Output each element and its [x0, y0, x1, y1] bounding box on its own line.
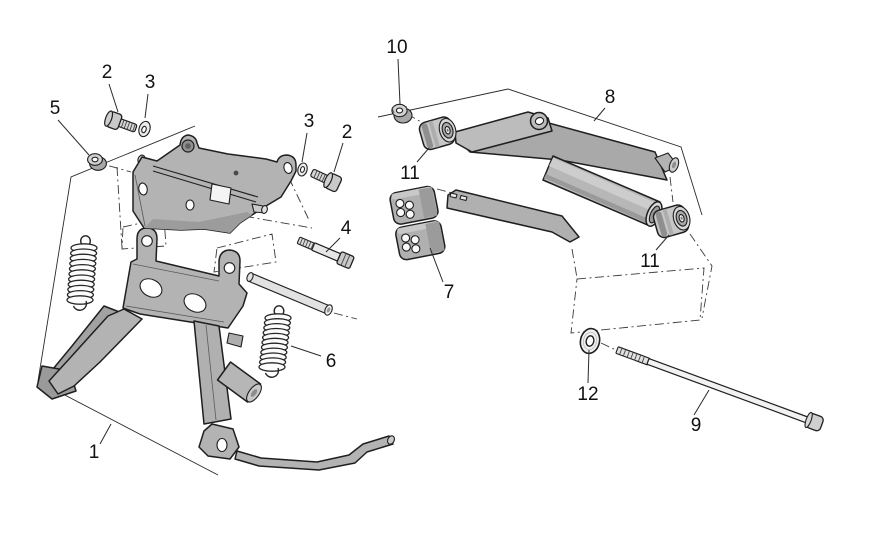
callout-leader-7 [429, 247, 444, 283]
part-callout-12: 12 [577, 384, 598, 405]
part-callout-11-right: 11 [640, 251, 660, 272]
part-callout-5: 5 [50, 98, 61, 119]
part-callout-1: 1 [89, 442, 100, 463]
part-callout-2-right: 2 [342, 122, 353, 143]
callout-leader-12 [587, 349, 590, 384]
part-bolt-2-right [310, 168, 343, 193]
part-washer-3-right [297, 162, 308, 177]
callout-leader-2-left [108, 83, 119, 113]
callout-leader-3-right [301, 132, 308, 163]
callout-leader-11-left [416, 147, 430, 163]
callout-leader-10 [397, 58, 401, 105]
callout-leader-1 [99, 423, 112, 445]
callout-leader-3-left [144, 93, 149, 119]
group-boundary-lines [37, 88, 703, 476]
part-bolt-4 [296, 236, 355, 269]
part-pivot-pin [246, 272, 333, 316]
part-callout-3-right: 3 [304, 111, 315, 132]
part-callout-9: 9 [691, 415, 702, 436]
part-center-stand [36, 227, 395, 471]
part-spring-left [66, 235, 98, 311]
part-washer-12 [579, 327, 601, 355]
callout-leader-9 [693, 389, 710, 416]
part-callout-2-left: 2 [102, 62, 113, 83]
part-callout-7: 7 [444, 282, 455, 303]
part-callout-6: 6 [326, 351, 337, 372]
part-callout-10: 10 [386, 37, 407, 58]
callout-leader-4 [325, 237, 341, 253]
part-rubber-blocks [389, 185, 446, 261]
part-bolt-9 [615, 346, 824, 432]
part-callout-8: 8 [605, 87, 616, 108]
callout-leader-8 [593, 107, 606, 122]
part-nut-10 [391, 103, 413, 124]
callout-leader-11-right [655, 234, 670, 251]
callout-leader-5 [57, 119, 90, 156]
part-bushing-right [652, 204, 691, 239]
part-washer-3-left [138, 120, 151, 138]
part-bushing-left [418, 116, 457, 151]
part-callout-4: 4 [341, 218, 352, 239]
part-bolt-2-left [104, 110, 138, 133]
part-callout-11-left: 11 [400, 163, 420, 184]
part-spring-right [258, 305, 292, 378]
part-nut-5 [87, 153, 107, 171]
callout-leader-6 [290, 345, 322, 357]
part-connecting-rod [446, 111, 680, 243]
part-callout-3-left: 3 [145, 72, 156, 93]
part-mounting-bracket [132, 134, 297, 234]
callout-leader-2-right [333, 142, 344, 173]
